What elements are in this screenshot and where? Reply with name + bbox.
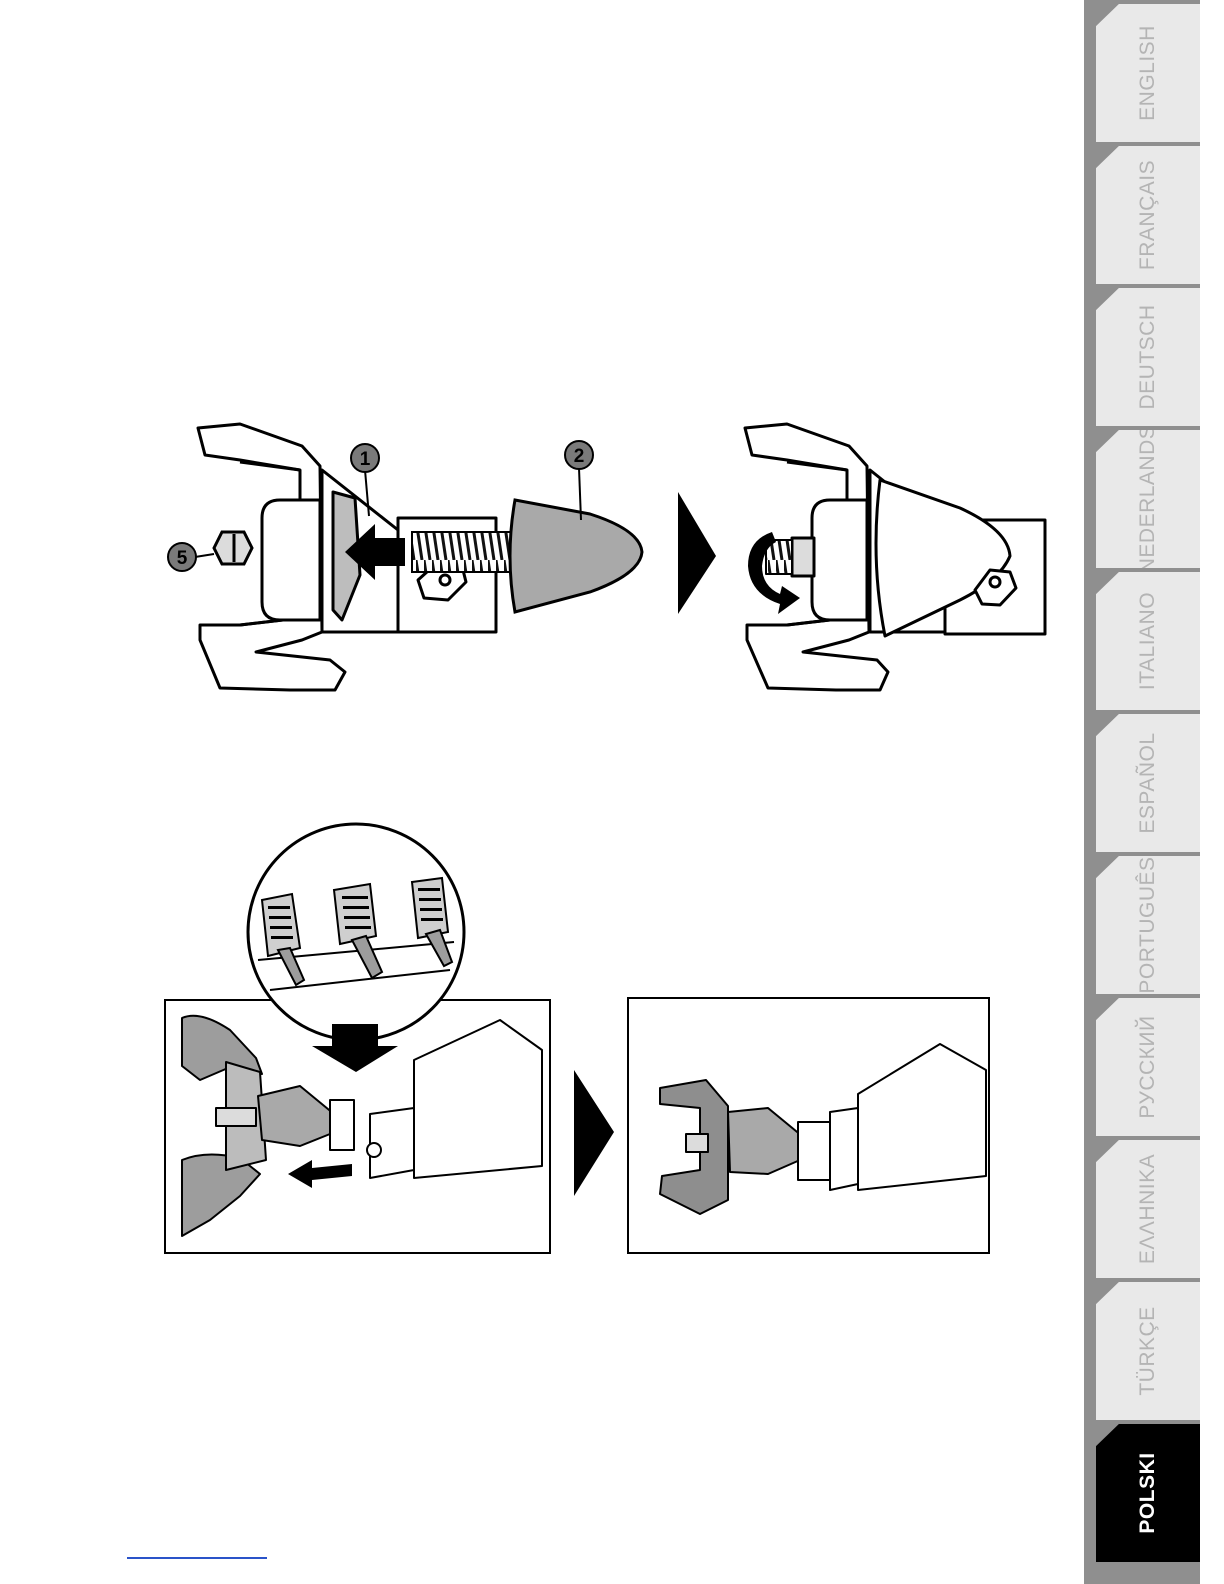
callout-5: 5: [168, 543, 214, 571]
bracket-assembled: [745, 424, 1045, 690]
language-tab-label: POLSKI: [1136, 1452, 1160, 1533]
clamp-assembly-illustration: 1 2 5: [150, 410, 1060, 710]
cone: [510, 500, 642, 612]
language-tab-9[interactable]: TÜRKÇE: [1096, 1282, 1200, 1420]
language-tab-8[interactable]: ΕΛΛΗΝΙΚΑ: [1096, 1140, 1200, 1278]
callout-2: 2: [565, 441, 593, 520]
language-tab-4[interactable]: ITALIANO: [1096, 572, 1200, 710]
language-tab-label: ΕΛΛΗΝΙΚΑ: [1136, 1154, 1160, 1264]
language-tab-label: DEUTSCH: [1136, 304, 1160, 409]
language-tab-label: TÜRKÇE: [1136, 1306, 1160, 1395]
callout-5-label: 5: [177, 548, 188, 569]
step-arrow-1: [678, 492, 716, 614]
language-sidebar: ENGLISH FRANÇAIS DEUTSCH NEDERLANDS ITALIANO…: [1084, 0, 1200, 1584]
language-tab-label: ESPAÑOL: [1136, 732, 1160, 833]
language-tab-1[interactable]: FRANÇAIS: [1096, 146, 1200, 284]
callout-2-label: 2: [574, 446, 585, 467]
language-tab-7[interactable]: РУССКИЙ: [1096, 998, 1200, 1136]
threaded-rod: [412, 532, 516, 572]
language-tab-label: ENGLISH: [1136, 25, 1160, 121]
language-tab-label: PORTUGUÊS: [1136, 856, 1160, 993]
language-tab-label: ITALIANO: [1136, 592, 1160, 690]
language-tab-label: РУССКИЙ: [1136, 1015, 1160, 1118]
step-arrow-2: [574, 1070, 614, 1196]
language-tab-6[interactable]: PORTUGUÊS: [1096, 856, 1200, 994]
callout-1-label: 1: [360, 449, 371, 470]
language-tab-label: FRANÇAIS: [1136, 160, 1160, 270]
language-tab-label: NEDERLANDS: [1136, 425, 1160, 574]
footer-rule: [127, 1557, 267, 1559]
language-tab-2[interactable]: DEUTSCH: [1096, 288, 1200, 426]
pedals-zoom: [248, 824, 464, 1040]
language-tab-5[interactable]: ESPAÑOL: [1096, 714, 1200, 852]
language-tab-3[interactable]: NEDERLANDS: [1096, 430, 1200, 568]
language-tab-0[interactable]: ENGLISH: [1096, 4, 1200, 142]
pedal-mount-illustration: [150, 820, 1000, 1265]
language-tab-10[interactable]: POLSKI: [1096, 1424, 1200, 1562]
nut: [214, 532, 252, 564]
